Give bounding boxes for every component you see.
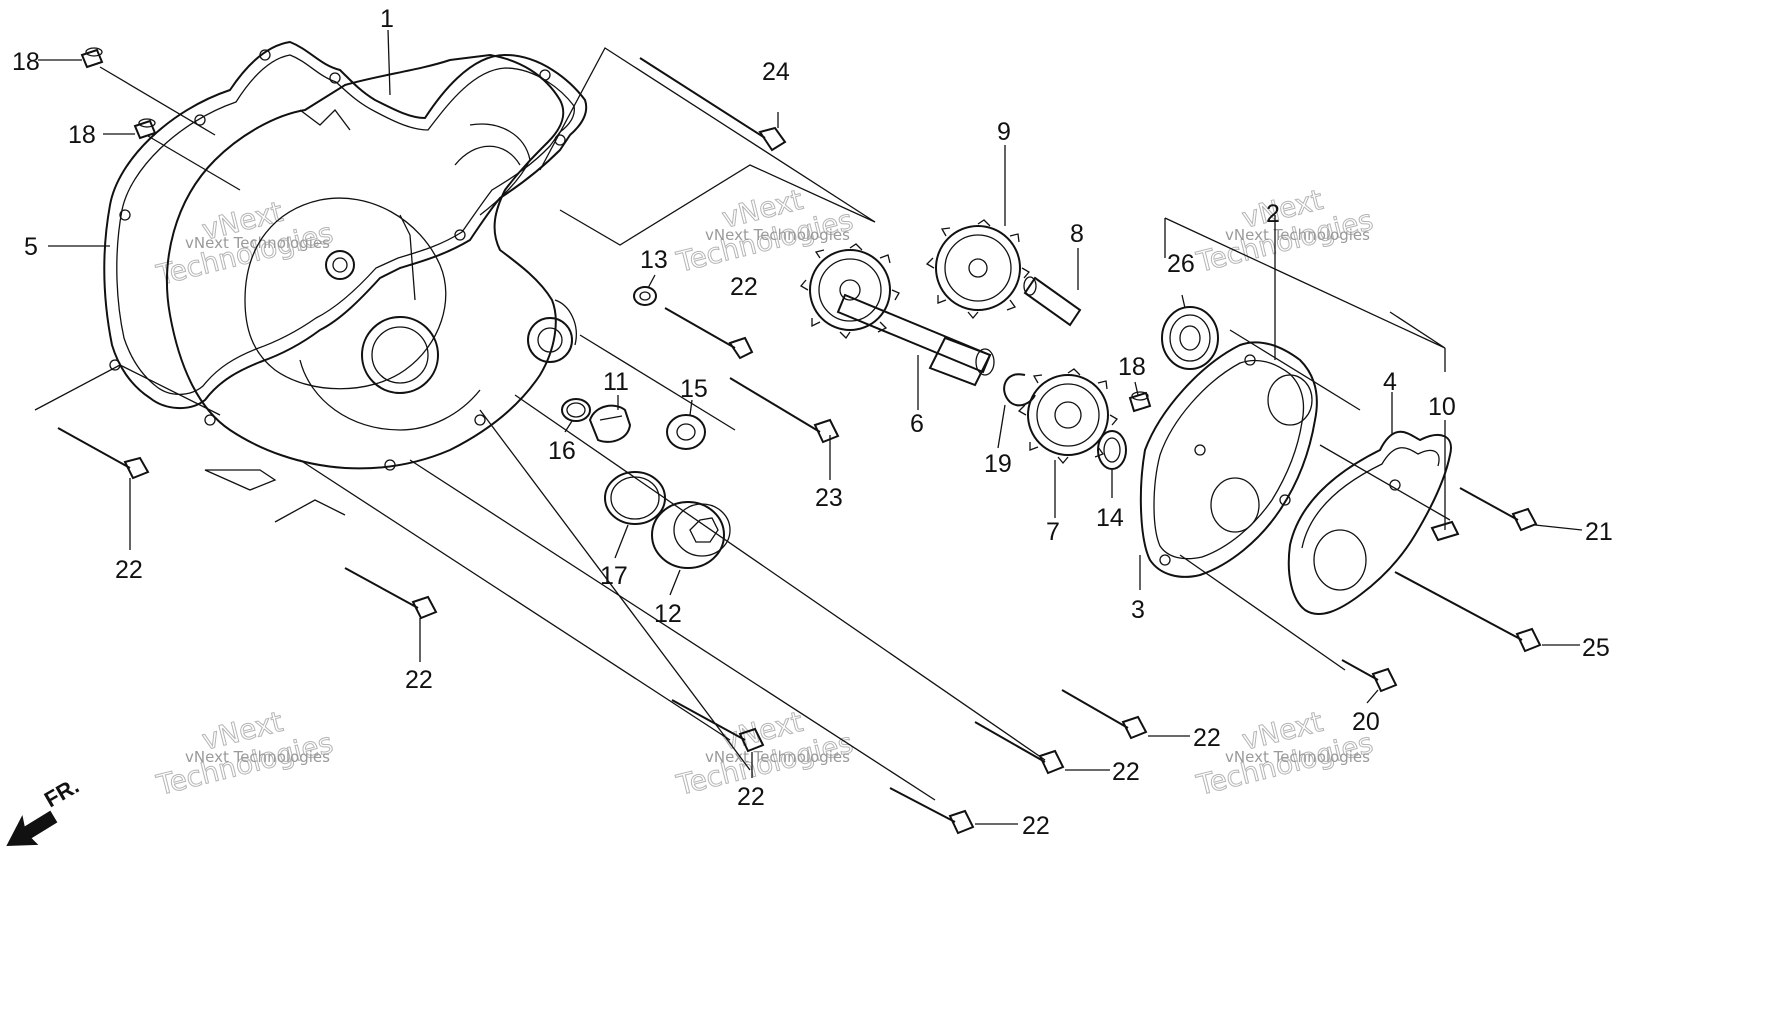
watermark-br: vNext Technologies vNext Technologies [1192,704,1376,802]
svg-text:vNext Technologies: vNext Technologies [185,748,330,766]
callout-10: 10 [1428,393,1456,421]
svg-text:vNext Technologies: vNext Technologies [1225,748,1370,766]
callout-leaders [38,29,1583,825]
callout-25: 25 [1582,634,1610,662]
bolt-21 [1459,487,1538,532]
bolt-20 [1341,659,1398,693]
callout-5: 5 [24,233,38,261]
front-marker-label: FR. [40,773,83,812]
callout-19: 19 [984,450,1012,478]
callout-9: 9 [997,118,1011,146]
watermark-tr: vNext Technologies vNext Technologies [1192,182,1376,279]
callout-22-c: 22 [730,273,758,301]
callout-15: 15 [680,375,708,403]
callout-4: 4 [1383,368,1397,396]
gasket-plate-4 [1287,430,1452,615]
svg-text:vNext Technologies: vNext Technologies [705,748,850,766]
callout-18-a: 18 [12,48,40,76]
callout-26: 26 [1167,250,1195,278]
callout-17: 17 [600,562,628,590]
callout-23: 23 [815,484,843,512]
bolt-22-top [664,307,754,360]
callout-3: 3 [1131,596,1145,624]
callout-18-c: 18 [1118,353,1146,381]
callout-14: 14 [1096,504,1124,532]
callout-22-d: 22 [737,783,765,811]
callout-18-b: 18 [68,121,96,149]
bolt-22-lower-c [1061,689,1148,740]
washer-14 [1097,430,1127,470]
dowel-bushing-18c [1128,391,1152,413]
bearing-26 [1161,306,1219,370]
callout-24: 24 [762,58,790,86]
bolt-22-lower-a [889,787,975,835]
washer-13 [633,286,657,306]
gear-7 [1017,368,1118,465]
callout-21: 21 [1585,518,1613,546]
bolt-22-lower-mid [671,699,765,753]
callout-8: 8 [1070,220,1084,248]
gear-9 [925,219,1030,320]
callouts: 1 2 3 4 5 6 7 8 9 10 11 12 13 14 15 16 1… [12,5,1613,840]
bolt-23 [729,377,840,444]
svg-text:vNext Technologies: vNext Technologies [705,226,850,244]
callout-11: 11 [603,368,629,396]
bolt-22-left [57,427,150,480]
callout-6: 6 [910,410,924,438]
bolt-22-lower-b [974,721,1065,775]
o-ring-16 [561,398,591,422]
dowel-bushing-18b [133,118,157,140]
svg-text:vNext Technologies: vNext Technologies [185,234,330,252]
watermark-bl: vNext Technologies vNext Technologies [152,704,336,802]
seal-15 [666,414,706,450]
callout-22-e: 22 [1022,812,1050,840]
callout-7: 7 [1046,518,1060,546]
callout-12: 12 [654,600,682,628]
dowel-bushing-18a [80,47,104,69]
o-ring-17 [604,471,666,525]
cap-12 [651,501,731,569]
gasket [103,40,588,409]
bolt-24 [639,57,787,152]
callout-22-a: 22 [115,556,143,584]
watermark-tl: vNext Technologies vNext Technologies [152,194,336,292]
pin-8 [1023,276,1082,327]
watermark-tc: vNext Technologies vNext Technologies [672,182,856,279]
callout-2: 2 [1266,200,1280,228]
plug-11 [588,404,632,443]
callout-1: 1 [380,5,394,33]
callout-13: 13 [640,246,668,274]
crankcase-cover [166,53,577,491]
svg-text:vNext Technologies: vNext Technologies [1225,226,1370,244]
bolt-25 [1394,571,1542,653]
callout-22-g: 22 [1193,724,1221,752]
callout-16: 16 [548,437,576,465]
gear-on-shaft [800,243,900,340]
callout-22-b: 22 [405,666,433,694]
group-lines [34,47,1451,801]
front-arrow-icon: FR. [6,773,83,847]
shaft-6 [836,293,995,387]
cover-3 [1139,341,1318,578]
callout-22-f: 22 [1112,758,1140,786]
bolt-22-lower-left [344,567,438,620]
callout-20: 20 [1352,708,1380,736]
